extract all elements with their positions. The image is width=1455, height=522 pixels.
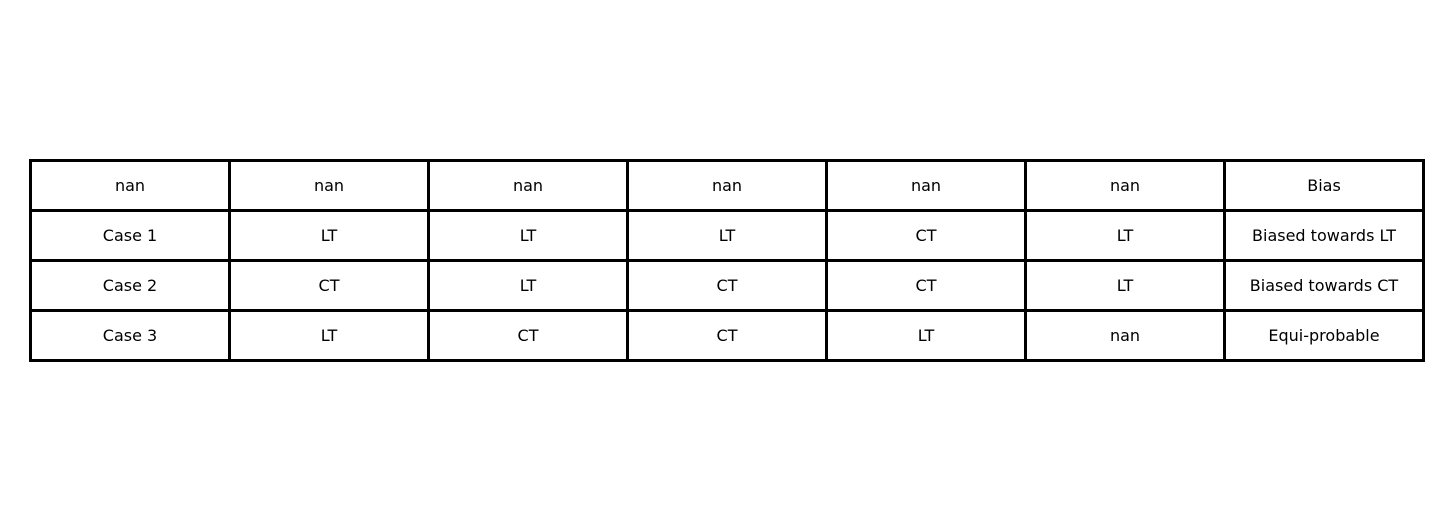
table-cell: Biased towards LT: [1223, 209, 1425, 262]
table-cell: CT: [228, 259, 430, 312]
table-cell: CT: [825, 259, 1027, 312]
table-cell: nan: [228, 159, 430, 212]
table-cell: CT: [427, 309, 629, 362]
table-cell: Case 2: [29, 259, 231, 312]
table-cell: nan: [427, 159, 629, 212]
table-cell: nan: [1024, 159, 1226, 212]
table-cell: Case 3: [29, 309, 231, 362]
table-cell: LT: [825, 309, 1027, 362]
table-cell: Case 1: [29, 209, 231, 262]
table-cell: LT: [427, 209, 629, 262]
table-cell: nan: [626, 159, 828, 212]
table-cell: Bias: [1223, 159, 1425, 212]
table-cell: LT: [228, 209, 430, 262]
table-cell: Biased towards CT: [1223, 259, 1425, 312]
table-cell: LT: [1024, 259, 1226, 312]
table-cell: nan: [825, 159, 1027, 212]
table-cell: nan: [1024, 309, 1226, 362]
table-cell: CT: [626, 259, 828, 312]
table-cell: LT: [626, 209, 828, 262]
table-cell: LT: [1024, 209, 1226, 262]
table-cell: LT: [228, 309, 430, 362]
table-cell: CT: [825, 209, 1027, 262]
table-cell: Equi-probable: [1223, 309, 1425, 362]
table-cell: nan: [29, 159, 231, 212]
table-cell: LT: [427, 259, 629, 312]
table-cell: CT: [626, 309, 828, 362]
